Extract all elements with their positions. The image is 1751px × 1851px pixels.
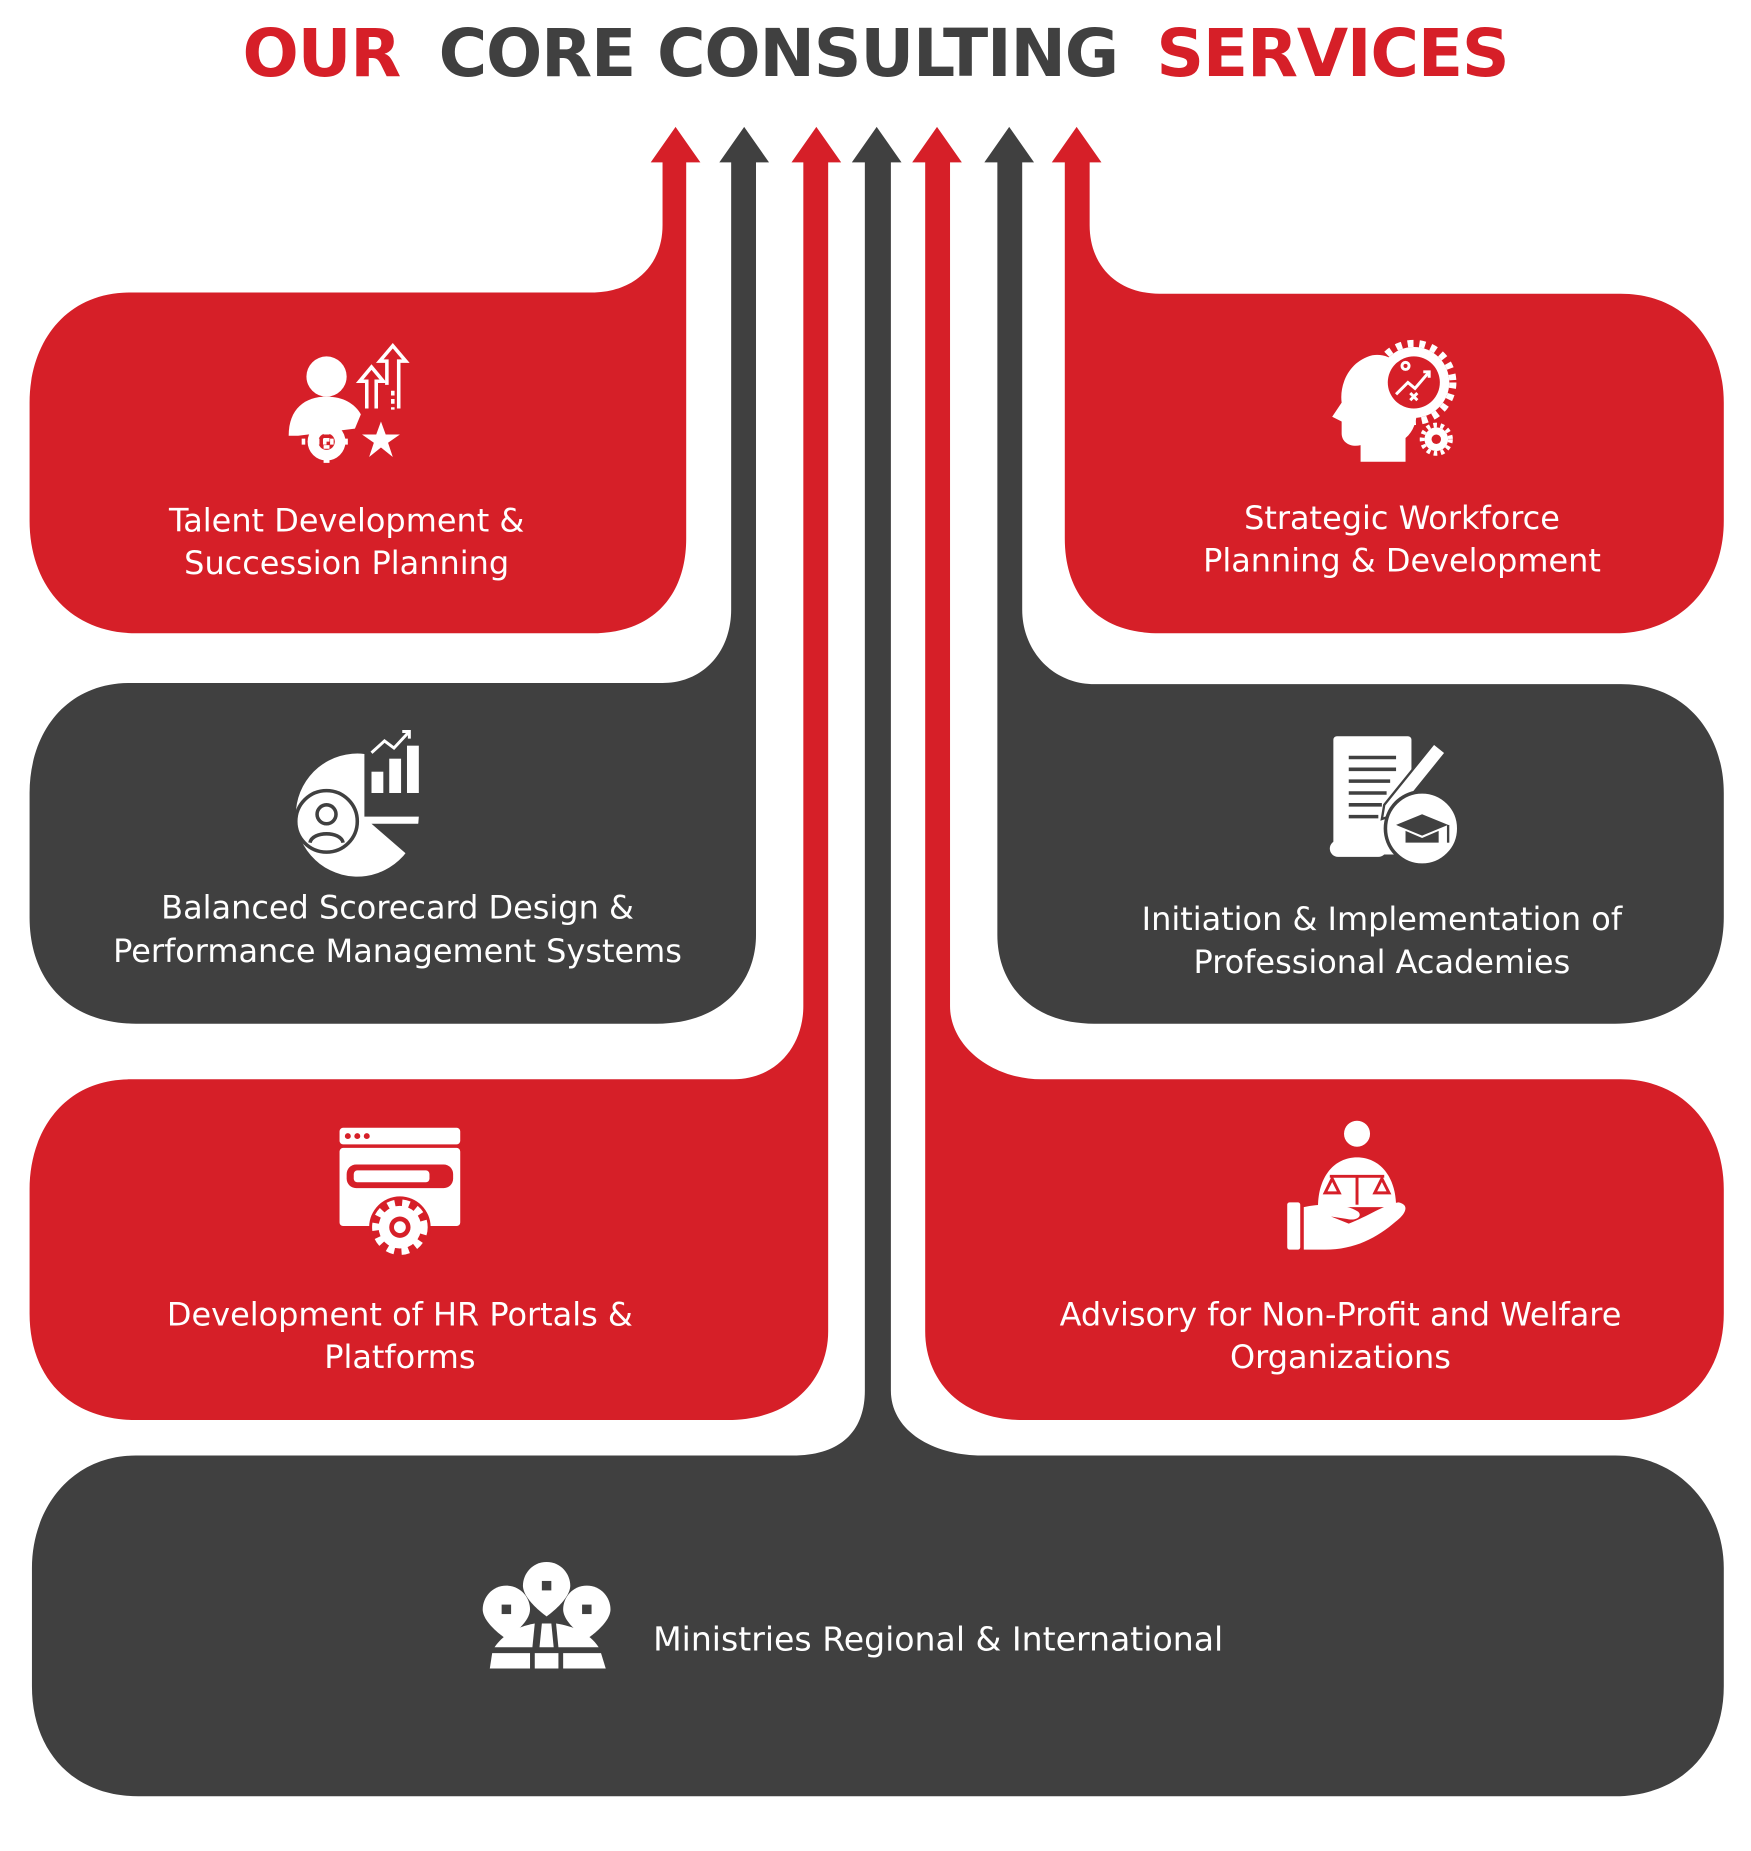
page-title: OUR CORE CONSULTING SERVICES: [243, 15, 1509, 92]
service-card-balanced-scorecard: Balanced Scorecard Design & Performance …: [113, 888, 682, 970]
flow-balanced-scorecard: [29, 126, 770, 1024]
service-card-ministries: Ministries Regional & International: [653, 1620, 1223, 1659]
title-part-core: CORE CONSULTING: [439, 15, 1118, 92]
service-label-line2: Platforms: [324, 1338, 475, 1376]
service-card-nonprofit-advisory: Advisory for Non-Profit and Welfare Orga…: [1060, 1295, 1622, 1376]
service-label-line1: Initiation & Implementation of: [1142, 900, 1623, 938]
service-label-line1: Talent Development &: [168, 502, 524, 540]
academy-book-cap-icon: [1329, 736, 1461, 867]
title-part-services: SERVICES: [1156, 15, 1508, 92]
service-label-line2: Performance Management Systems: [113, 932, 682, 970]
service-label-line1: Ministries Regional & International: [653, 1620, 1223, 1659]
flow-ministries: [31, 126, 1724, 1797]
flow-hr-portals: [29, 126, 842, 1421]
flow-professional-academies: [984, 126, 1724, 1024]
justice-hand-icon: [1287, 1120, 1406, 1250]
flow-nonprofit-advisory: [912, 126, 1724, 1421]
talent-growth-icon: [288, 343, 410, 467]
service-card-talent-development: Talent Development & Succession Planning: [168, 502, 524, 583]
service-label-line2: Succession Planning: [184, 544, 509, 582]
service-label-line2: Organizations: [1230, 1338, 1451, 1376]
service-label-line1: Balanced Scorecard Design &: [161, 888, 634, 926]
service-card-strategic-workforce: Strategic Workforce Planning & Developme…: [1203, 499, 1601, 580]
service-card-hr-portals: Development of HR Portals & Platforms: [167, 1295, 633, 1376]
service-label-line1: Advisory for Non-Profit and Welfare: [1060, 1295, 1622, 1333]
title-part-our: OUR: [243, 15, 401, 92]
service-label-line2: Professional Academies: [1194, 943, 1571, 981]
globe-locations-icon: [482, 1562, 611, 1669]
web-portal-gear-icon: [339, 1127, 461, 1258]
service-label-line2: Planning & Development: [1203, 542, 1601, 580]
service-card-professional-academies: Initiation & Implementation of Professio…: [1142, 900, 1623, 981]
service-label-line1: Strategic Workforce: [1244, 499, 1560, 537]
scorecard-chart-icon: [294, 729, 419, 877]
strategy-head-gear-icon: [1332, 339, 1457, 462]
service-label-line1: Development of HR Portals &: [167, 1295, 633, 1333]
